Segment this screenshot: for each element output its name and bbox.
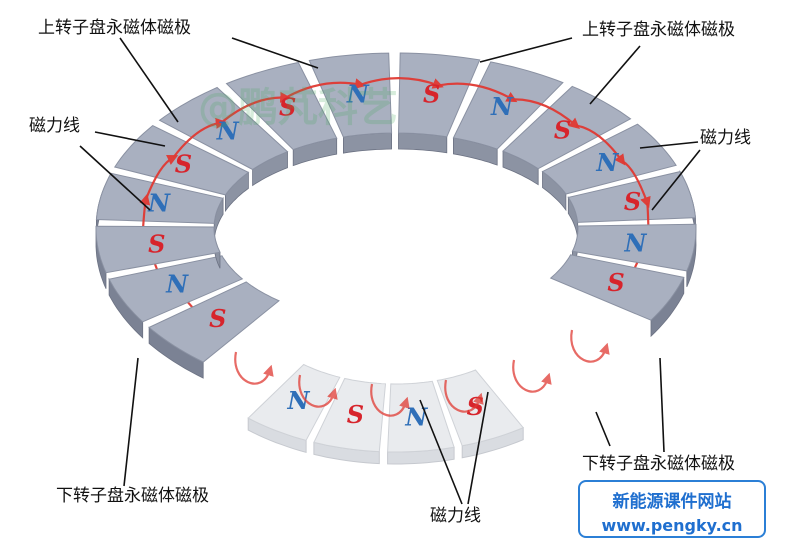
upper-rotor-back: [95, 52, 697, 240]
upper-pole-n: N: [147, 188, 171, 217]
label-flux-right: 磁力线: [700, 128, 751, 148]
watermark: @鹏芃科艺: [198, 85, 398, 131]
lower-rotor-disc: [247, 363, 525, 465]
label-flux-left: 磁力线: [29, 116, 80, 136]
upper-segment: [95, 225, 221, 274]
flux-arc: [360, 77, 444, 89]
flux-arc: [575, 124, 626, 166]
flux-arc: [621, 160, 651, 209]
upper-pole-n: N: [216, 116, 240, 145]
upper-segment: [95, 172, 224, 224]
lower-segment: [436, 369, 525, 447]
upper-segment: [549, 254, 685, 321]
label-flux-bottom: 磁力线: [430, 506, 481, 526]
flux-arc: [172, 117, 227, 159]
upper-segment: [225, 61, 338, 151]
flux-arc: [145, 155, 179, 200]
leader-line: [123, 357, 139, 487]
flux-loop: [298, 374, 338, 408]
lower-pole-s: S: [347, 400, 364, 429]
site-badge[interactable]: 新能源课件网站 www.pengky.cn: [578, 480, 766, 538]
label-upper-rotor-left: 上转子盘永磁体磁极: [38, 18, 191, 38]
upper-pole-s: S: [624, 187, 641, 216]
leader-lines: [79, 37, 701, 505]
leader-line: [79, 145, 151, 211]
leader-line: [119, 37, 179, 123]
leader-line: [479, 37, 573, 63]
upper-segment: [452, 61, 564, 150]
upper-pole-s: S: [554, 115, 571, 144]
site-url: www.pengky.cn: [601, 516, 743, 535]
leader-line: [231, 37, 319, 69]
leader-line: [651, 149, 701, 211]
flux-arc: [438, 82, 518, 103]
upper-pole-n: N: [595, 148, 619, 177]
upper-pole-s: S: [279, 92, 296, 121]
upper-pole-s: S: [209, 304, 226, 333]
upper-rotor-front: [95, 223, 697, 379]
upper-pole-n: N: [165, 269, 189, 298]
leader-line: [659, 357, 665, 453]
lower-segment: [247, 363, 341, 441]
site-name: 新能源课件网站: [612, 492, 732, 512]
upper-pole-s: S: [148, 230, 165, 259]
flux-loop: [370, 383, 410, 417]
upper-segment: [308, 52, 393, 138]
label-lower-rotor-right: 下转子盘永磁体磁极: [582, 454, 735, 474]
upper-pole-n: N: [623, 228, 647, 257]
upper-pole-s: S: [607, 268, 624, 297]
leader-line: [639, 141, 699, 149]
upper-segment: [108, 255, 244, 323]
leader-line: [94, 131, 166, 147]
leader-line: [589, 45, 641, 105]
flux-loop: [234, 351, 274, 385]
leader-line: [595, 411, 611, 447]
lower-segment: [313, 377, 387, 453]
upper-segment: [567, 171, 697, 223]
upper-segment: [397, 52, 481, 138]
upper-pole-s: S: [423, 79, 440, 108]
lower-pole-n: N: [404, 402, 428, 431]
flux-loop: [570, 329, 610, 363]
leader-line: [419, 399, 463, 505]
upper-segment: [541, 123, 677, 195]
flux-arc: [285, 78, 366, 99]
flux-arc: [220, 91, 292, 124]
leader-line: [467, 391, 489, 505]
flux-loop: [512, 359, 552, 393]
label-upper-rotor-right: 上转子盘永磁体磁极: [582, 20, 735, 40]
label-lower-rotor-left: 下转子盘永磁体磁极: [56, 486, 209, 506]
flux-loop: [444, 379, 484, 413]
upper-segment: [148, 281, 280, 363]
upper-segment: [571, 223, 697, 272]
upper-pole-s: S: [175, 149, 192, 178]
upper-pole-n: N: [346, 80, 370, 109]
flux-arc: [512, 98, 580, 129]
upper-pole-n: N: [490, 92, 514, 121]
